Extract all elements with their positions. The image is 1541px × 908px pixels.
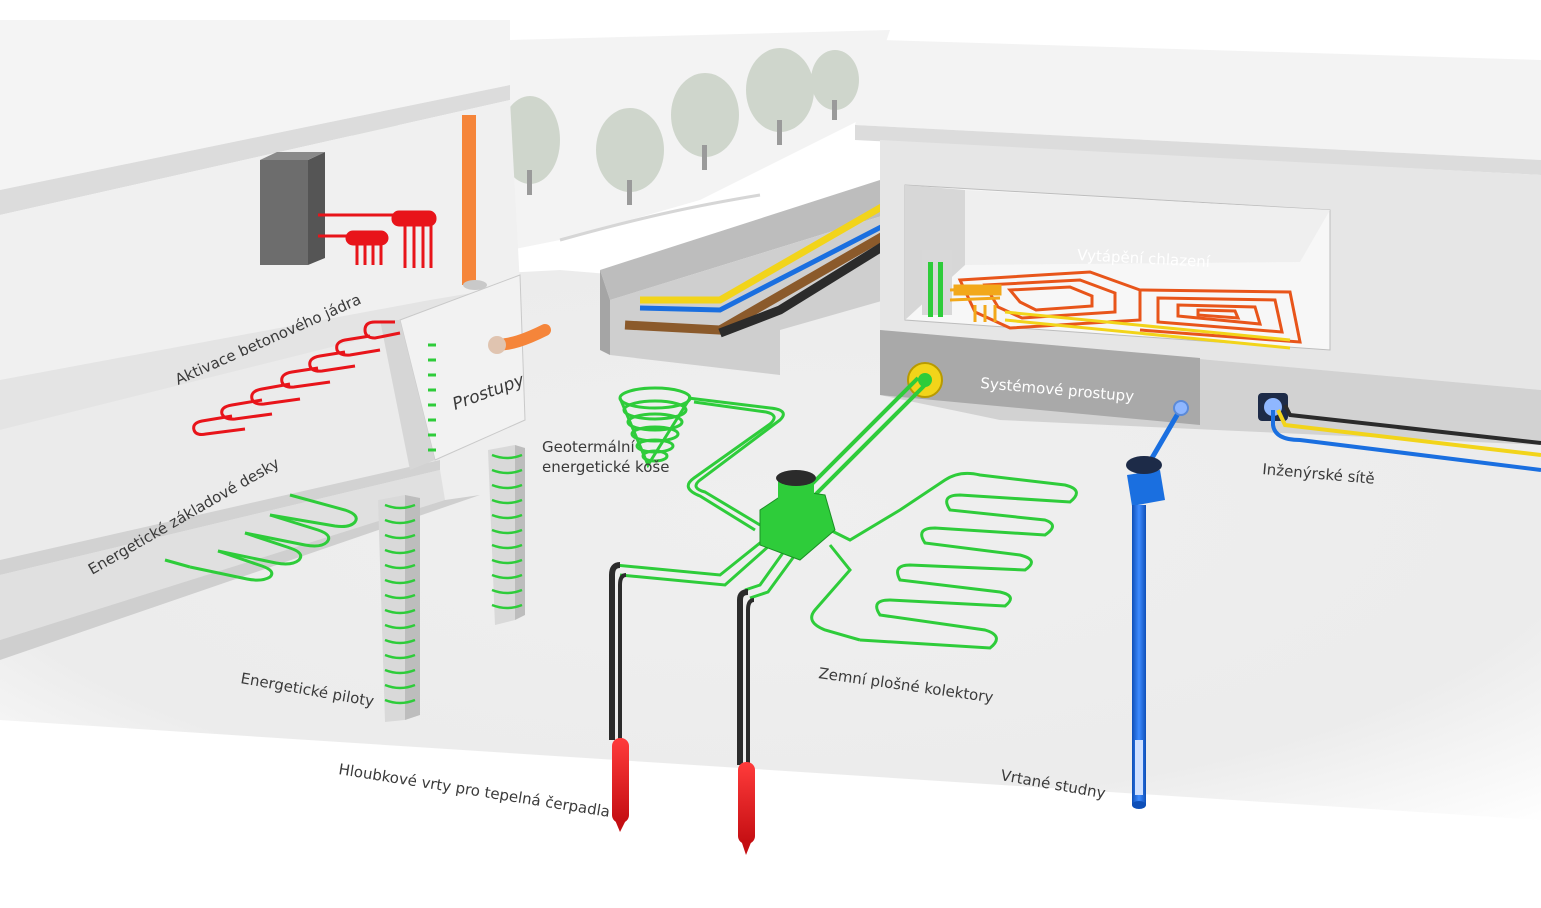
label-geothermal-baskets-1: Geotermální [542,438,636,456]
core-activation-loops [192,320,401,436]
ground-collector-loops [810,471,1078,650]
distribution-chamber [759,470,836,561]
right-building [855,40,1541,445]
orange-pipe [462,115,551,354]
utility-trench [600,180,888,375]
floor-heating-loops [957,270,1302,344]
label-geothermal-baskets-2: energetické koše [542,458,669,476]
core-green-dashes [428,343,436,452]
green-header-pipes [796,376,927,507]
drilled-well [1126,400,1189,809]
green-distribution-lines [614,533,797,600]
trees [348,48,859,205]
borehole-2 [737,589,755,855]
energy-pile-coil-2 [491,453,523,610]
system-penetration-flange [907,362,943,398]
borehole-1 [609,562,629,832]
floor-heating-feeds [949,284,1291,350]
red-manifold [318,210,437,268]
heating-unit [922,250,952,317]
energy-pile-coil-1 [384,503,416,705]
foundation-slab-loops [164,493,358,582]
geothermal-basket [618,386,785,532]
utility-networks [1258,393,1541,472]
